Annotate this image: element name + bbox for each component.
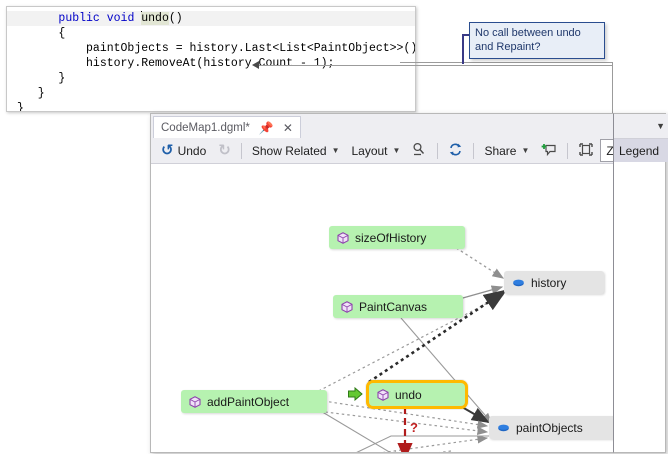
graph-canvas[interactable]: sizeOfHistory history PaintCanvas (151, 164, 665, 452)
method-icon (337, 231, 349, 244)
refresh-icon (448, 142, 463, 160)
refresh-button[interactable] (442, 139, 469, 162)
code-line-1: { (17, 27, 66, 40)
toolbar-separator (567, 142, 569, 159)
layout-label: Layout (351, 143, 388, 158)
node-label: PaintCanvas (359, 299, 428, 314)
add-comment-icon (541, 142, 557, 160)
code-line-3: history.RemoveAt(history.Count - 1); (17, 57, 335, 70)
node-label: paintObjects (516, 420, 583, 435)
show-related-button[interactable]: Show Related ▼ (246, 139, 346, 162)
chevron-down-icon: ▼ (392, 146, 401, 155)
legend-panel-header: ▼ (614, 114, 668, 139)
node-label: history (531, 275, 567, 290)
fit-to-screen-icon (578, 142, 594, 160)
node-label: addPaintObject (207, 394, 290, 409)
tab-codemap1-dgml[interactable]: CodeMap1.dgml* 📌 ✕ (153, 116, 301, 139)
node-label: undo (395, 387, 422, 402)
code-line-2: paintObjects = history.Last<List<PaintOb… (17, 42, 416, 55)
toolbar-separator (437, 142, 439, 159)
show-related-label: Show Related (251, 143, 327, 158)
callout-stem (462, 34, 472, 64)
redo-arrow-icon: ↻ (218, 142, 231, 159)
legend-title: Legend (614, 139, 668, 162)
node-label: sizeOfHistory (355, 230, 427, 245)
graph-node-paintObjects[interactable]: paintObjects (489, 416, 623, 439)
field-icon (497, 422, 510, 434)
code-line-5: } (17, 87, 45, 100)
method-icon (341, 300, 353, 313)
pin-icon[interactable]: 📌 (258, 121, 274, 135)
legend-panel[interactable]: ▼ Legend (613, 113, 668, 453)
undo-label: Undo (177, 143, 207, 158)
code-line-6: } (17, 102, 24, 112)
add-comment-button[interactable] (535, 139, 563, 162)
method-icon (189, 395, 201, 408)
leader-arrowhead (252, 61, 259, 69)
field-icon (512, 277, 525, 289)
code-line-4: } (17, 72, 66, 85)
graph-node-history[interactable]: history (504, 271, 604, 294)
undo-arrow-icon: ↺ (161, 142, 174, 159)
share-label: Share (484, 143, 517, 158)
filter-nodes-button[interactable] (406, 139, 433, 162)
chevron-down-icon: ▼ (521, 146, 530, 155)
graph-edges (290, 241, 508, 452)
share-button[interactable]: Share ▼ (478, 139, 535, 162)
redo-button[interactable]: ↻ (212, 139, 237, 162)
tab-label: CodeMap1.dgml* (161, 122, 250, 134)
toolbar-separator (240, 142, 242, 159)
start-node-arrow-icon (348, 386, 363, 402)
method-icon (377, 388, 389, 401)
code-editor-window[interactable]: public void undo() { paintObjects = hist… (6, 6, 416, 112)
chevron-down-icon[interactable]: ▼ (656, 121, 665, 131)
graph-node-undo[interactable]: undo (348, 380, 468, 409)
fit-to-screen-button[interactable] (572, 139, 600, 162)
chevron-down-icon: ▼ (331, 146, 340, 155)
callout-note: No call between undo and Repaint? (469, 22, 605, 59)
leader-line-horizontal (258, 65, 612, 66)
tab-strip: CodeMap1.dgml* 📌 ✕ (151, 114, 665, 139)
code-line-0: public void undo() (7, 11, 415, 26)
codemap-window[interactable]: CodeMap1.dgml* 📌 ✕ ↺ Undo ↻ Show Related… (150, 113, 666, 453)
code-text[interactable]: public void undo() { paintObjects = hist… (7, 11, 416, 112)
graph-node-PaintCanvas[interactable]: PaintCanvas (333, 295, 463, 318)
filter-nodes-icon (412, 142, 427, 160)
graph-node-addPaintObject[interactable]: addPaintObject (181, 390, 327, 413)
toolbar-separator (473, 142, 475, 159)
close-icon[interactable]: ✕ (282, 121, 293, 135)
codemap-toolbar: ↺ Undo ↻ Show Related ▼ Layout ▼ (151, 138, 665, 164)
graph-node-sizeOfHistory[interactable]: sizeOfHistory (329, 226, 465, 249)
missing-call-marker: ? (410, 420, 418, 435)
layout-button[interactable]: Layout ▼ (345, 139, 406, 162)
undo-button[interactable]: ↺ Undo (155, 139, 212, 162)
